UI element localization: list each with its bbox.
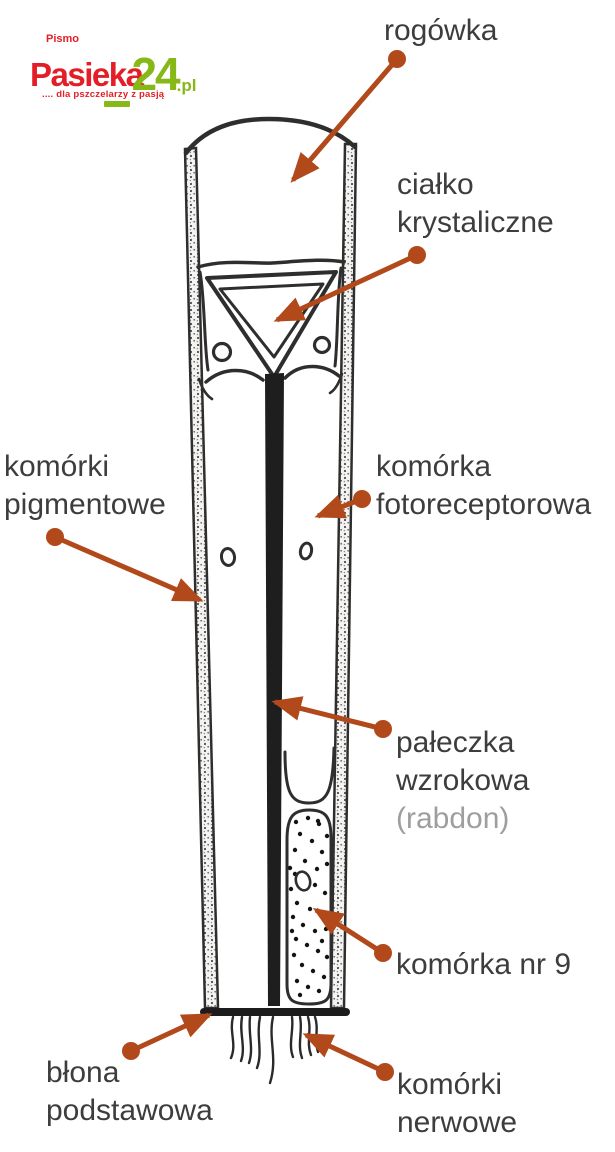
label-paleczka-wzrokowa: pałeczka wzrokowa (rabdon) [396, 724, 529, 838]
label-komorki-pigmentowe: komórki pigmentowe [4, 450, 166, 521]
crystalline-cone-cell [197, 266, 344, 401]
cell-nr9-nucleus [294, 870, 312, 892]
label-komorka-nr9: komórka nr 9 [396, 948, 572, 981]
arrow-paleczka-wzrokowa [271, 696, 392, 738]
logo-tld-text: .pl [176, 76, 197, 95]
logo-pismo-text: Pismo [46, 33, 80, 45]
cornea-boundary [196, 258, 346, 269]
cone-nucleus-left [211, 341, 233, 363]
label-blona-podstawowa: błona podstawowa [46, 1056, 213, 1127]
label-komorka-fotoreceptorowa: komórka fotoreceptorowa [376, 450, 592, 521]
label-komorki-nerwowe: komórki nerwowe [397, 1068, 518, 1139]
pasieka24-logo: Pismo Pasieka 24 .pl .... dla pszczelarz… [30, 33, 196, 107]
cone-bottom-scallop-left [204, 368, 265, 384]
arrow-cialko-krystaliczne [273, 246, 426, 323]
arrow-komorka-fotoreceptorowa [314, 490, 371, 519]
arrow-komorki-pigmentowe [46, 528, 204, 603]
logo-green-mark [104, 101, 130, 107]
arrow-komorki-nerwowe [302, 1032, 394, 1081]
cell-nr9 [285, 808, 333, 1006]
arrow-blona-podstawowa [122, 1012, 213, 1060]
logo-tagline: .... dla pszczelarzy z pasją [42, 89, 165, 100]
cone-bottom-scallop-right [283, 364, 341, 380]
label-cialko-krystaliczne: ciałko krystaliczne [397, 168, 554, 239]
logo-wordmark: Pasieka 24 .pl [30, 45, 196, 97]
pointer-arrows [46, 50, 426, 1081]
label-rabdon: (rabdon) [396, 802, 510, 835]
logo-brand-text: Pasieka [30, 56, 144, 93]
logo-number-text: 24 [131, 48, 180, 100]
arrow-komorka-nr9 [312, 907, 392, 962]
arrow-rogowka [290, 50, 406, 183]
photoreceptor-nuclei [219, 541, 314, 567]
label-rogowka: rogówka [384, 14, 498, 47]
cone-triangle-outer [205, 270, 338, 379]
cone-nucleus-right [312, 335, 332, 355]
rhabdom-rod [265, 373, 284, 1006]
nerve-fibres [229, 1015, 320, 1085]
photoreceptor-cell-bottom [283, 746, 336, 805]
